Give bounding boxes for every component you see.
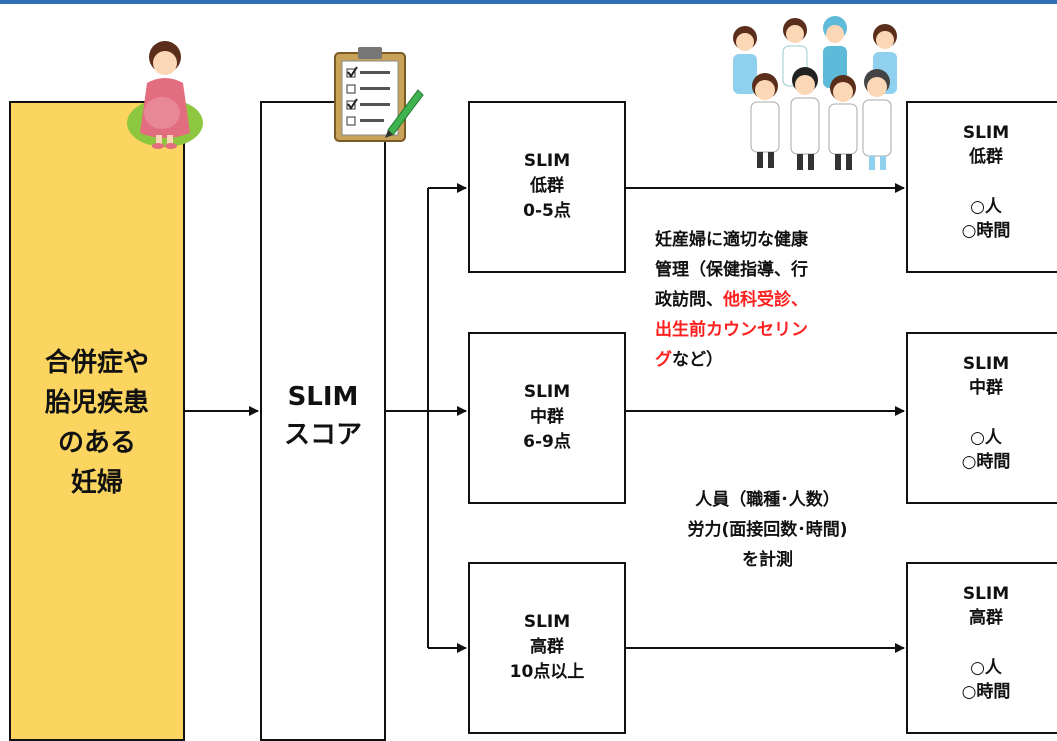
group-line: SLIM [523,612,571,632]
care-note-line: グなど） [655,345,808,375]
medical-staff-illustration [733,16,897,170]
score-line: SLIM [287,382,359,412]
pregnant-line: 胎児疾患 [44,388,149,418]
group-high-label: SLIM 高群 10点以上 [470,610,624,685]
result-measure-line: ○人 [970,658,1002,678]
group-mid-box: SLIM 中群 6-9点 [468,332,626,504]
result-measure-line: ○時間 [961,221,1011,241]
result-title-line: 中群 [969,378,1003,398]
slim-score-label: SLIM スコア [262,378,384,454]
group-low-label: SLIM 低群 0-5点 [470,149,624,224]
result-measure-line: ○時間 [961,682,1011,702]
care-note-line: 妊産婦に適切な健康 [655,230,808,250]
result-mid-title: SLIM 中群 [908,352,1057,400]
result-title-line: SLIM [962,123,1010,143]
result-low-box: SLIM 低群 ○人 ○時間 [906,101,1057,273]
result-mid-measures: ○人 ○時間 [908,426,1057,474]
staff-front-row [750,67,892,170]
care-note-line: 政訪問、他科受診、 [655,285,808,315]
group-line: 高群 [530,637,564,657]
care-note: 妊産婦に適切な健康 管理（保健指導、行 政訪問、他科受診、 出生前カウンセリン … [655,225,808,375]
pregnant-women-box: 合併症や 胎児疾患 のある 妊婦 [9,101,185,741]
care-note-highlight: 出生前カウンセリン [655,320,808,340]
group-high-box: SLIM 高群 10点以上 [468,562,626,734]
result-high-box: SLIM 高群 ○人 ○時間 [906,562,1057,734]
care-note-line: 管理（保健指導、行 [655,260,808,280]
pregnant-line: 妊婦 [70,468,123,498]
score-line: スコア [283,420,362,450]
group-mid-label: SLIM 中群 6-9点 [470,380,624,455]
result-low-measures: ○人 ○時間 [908,195,1057,243]
pregnant-line: のある [57,428,136,458]
result-title-line: SLIM [962,584,1010,604]
result-measure-line: ○時間 [961,452,1011,472]
group-line: 10点以上 [509,662,585,682]
care-note-highlight: グ [655,350,672,370]
group-line: 0-5点 [523,201,571,221]
result-high-measures: ○人 ○時間 [908,656,1057,704]
result-title-line: 高群 [969,608,1003,628]
pregnant-line: 合併症や [44,348,149,378]
result-title-line: SLIM [962,354,1010,374]
care-note-text: 政訪問、 [655,290,723,310]
result-high-title: SLIM 高群 [908,582,1057,630]
result-title-line: 低群 [969,147,1003,167]
group-line: 低群 [530,176,564,196]
top-rule [0,0,1057,4]
group-low-box: SLIM 低群 0-5点 [468,101,626,273]
group-line: SLIM [523,151,571,171]
slim-score-box: SLIM スコア [260,101,386,741]
group-line: 6-9点 [523,432,571,452]
group-line: SLIM [523,382,571,402]
care-note-text: など） [672,350,723,370]
result-measure-line: ○人 [970,197,1002,217]
result-low-title: SLIM 低群 [908,121,1057,169]
pregnant-women-label: 合併症や 胎児疾患 のある 妊婦 [11,343,183,503]
group-line: 中群 [530,407,564,427]
result-measure-line: ○人 [970,428,1002,448]
clipboard-checklist-icon [334,47,424,142]
measure-note-line: 労力(面接回数･時間) [687,520,848,540]
measure-note-line: 人員（職種･人数） [695,490,840,510]
result-mid-box: SLIM 中群 ○人 ○時間 [906,332,1057,504]
measure-note-line: を計測 [742,550,793,570]
care-note-highlight: 他科受診、 [723,290,808,310]
measure-note: 人員（職種･人数） 労力(面接回数･時間) を計測 [655,485,880,575]
pregnant-woman-illustration [127,41,203,149]
